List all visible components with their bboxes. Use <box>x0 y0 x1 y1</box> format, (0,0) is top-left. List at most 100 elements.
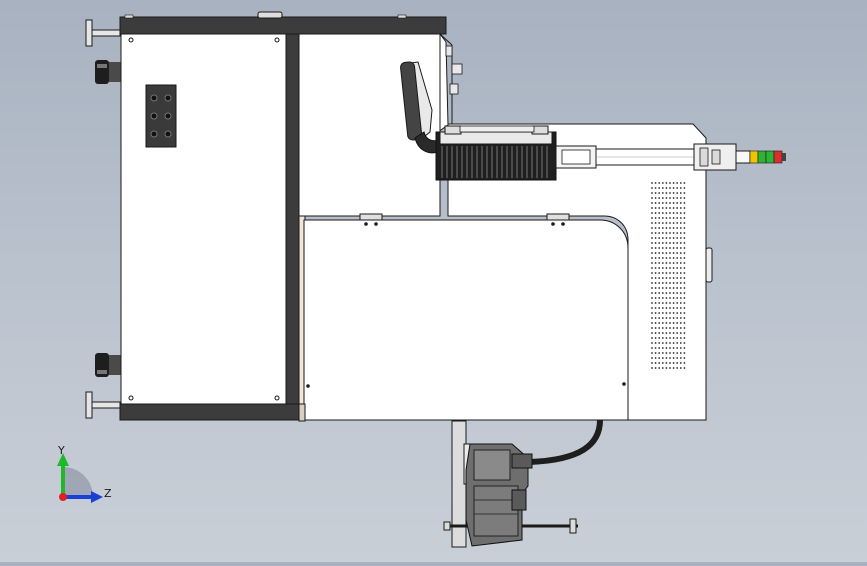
vent-hole <box>683 312 686 314</box>
vent-hole <box>672 302 675 304</box>
x-axis-dot <box>59 493 67 501</box>
vent-hole <box>661 252 664 254</box>
vent-hole <box>669 257 671 259</box>
vent-hole <box>651 212 653 214</box>
vent-hole <box>679 212 682 214</box>
vent-hole <box>683 287 686 289</box>
vent-hole <box>654 327 657 329</box>
vent-hole <box>661 307 664 309</box>
vent-hole <box>676 182 679 184</box>
vent-hole <box>676 267 679 269</box>
vent-hole <box>665 202 668 204</box>
vent-hole <box>669 232 671 234</box>
vent-hole <box>658 332 661 334</box>
vent-hole <box>651 302 653 304</box>
vent-hole <box>683 257 686 259</box>
vent-hole <box>676 302 679 304</box>
cabinet-frame <box>119 11 453 421</box>
vent-hole <box>672 187 675 189</box>
vent-hole <box>654 317 657 319</box>
vent-hole <box>661 272 664 274</box>
vent-hole <box>661 347 664 349</box>
vent-hole <box>669 337 671 339</box>
vent-hole <box>661 297 664 299</box>
vent-hole <box>658 217 661 219</box>
vent-hole <box>654 257 657 259</box>
vent-hole <box>651 197 653 199</box>
vent-hole <box>661 242 664 244</box>
vent-hole <box>658 327 661 329</box>
vent-hole <box>676 257 679 259</box>
vent-hole <box>669 367 671 369</box>
z-axis-label: Z <box>104 487 112 500</box>
vent-hole <box>669 252 671 254</box>
vent-hole <box>658 247 661 249</box>
vent-hole <box>651 337 653 339</box>
vent-hole <box>683 352 686 354</box>
vent-hole <box>676 217 679 219</box>
vent-hole <box>672 247 675 249</box>
vent-hole <box>658 232 661 234</box>
vent-hole <box>669 302 671 304</box>
vent-hole <box>683 292 686 294</box>
vent-hole <box>661 197 664 199</box>
vent-hole <box>669 222 671 224</box>
vent-hole <box>654 367 657 369</box>
vent-hole <box>651 272 653 274</box>
leveling-foot-bottom <box>85 391 121 419</box>
vent-hole <box>672 312 675 314</box>
stack-light <box>749 150 786 164</box>
vent-hole <box>661 217 664 219</box>
vent-hole <box>651 182 653 184</box>
vent-hole <box>679 332 682 334</box>
vent-hole <box>679 227 682 229</box>
vent-hole <box>665 252 668 254</box>
vent-hole <box>672 207 675 209</box>
vent-hole <box>651 307 653 309</box>
vent-hole <box>661 352 664 354</box>
vent-hole <box>669 287 671 289</box>
vent-hole <box>651 227 653 229</box>
vent-hole <box>683 337 686 339</box>
vent-hole <box>683 202 686 204</box>
right-housing <box>447 123 713 421</box>
vent-hole <box>654 182 657 184</box>
vent-hole <box>651 362 653 364</box>
vent-hole <box>672 357 675 359</box>
vent-hole <box>669 247 671 249</box>
vent-hole <box>651 312 653 314</box>
vent-hole <box>669 332 671 334</box>
vent-hole <box>654 337 657 339</box>
vent-hole <box>669 207 671 209</box>
vent-hole <box>665 257 668 259</box>
vent-hole <box>651 287 653 289</box>
vent-hole <box>665 367 668 369</box>
stack-light-segment <box>765 150 775 164</box>
vent-hole <box>683 207 686 209</box>
vent-hole <box>658 212 661 214</box>
stack-light-cap <box>782 153 786 161</box>
vent-hole <box>665 312 668 314</box>
vent-hole <box>654 322 657 324</box>
vent-hole <box>654 262 657 264</box>
vent-hole <box>661 207 664 209</box>
vent-hole <box>658 362 661 364</box>
vent-hole <box>651 262 653 264</box>
vent-hole <box>669 307 671 309</box>
vent-hole <box>658 292 661 294</box>
vent-hole <box>658 357 661 359</box>
vent-hole <box>672 257 675 259</box>
vent-hole <box>683 222 686 224</box>
vent-hole <box>679 292 682 294</box>
vent-hole <box>665 207 668 209</box>
vent-hole <box>651 322 653 324</box>
vent-hole <box>669 347 671 349</box>
vent-hole <box>665 192 668 194</box>
vent-hole <box>669 327 671 329</box>
vent-hole <box>672 297 675 299</box>
vent-hole <box>665 337 668 339</box>
vent-hole <box>669 357 671 359</box>
vent-hole <box>672 252 675 254</box>
vent-hole <box>683 332 686 334</box>
